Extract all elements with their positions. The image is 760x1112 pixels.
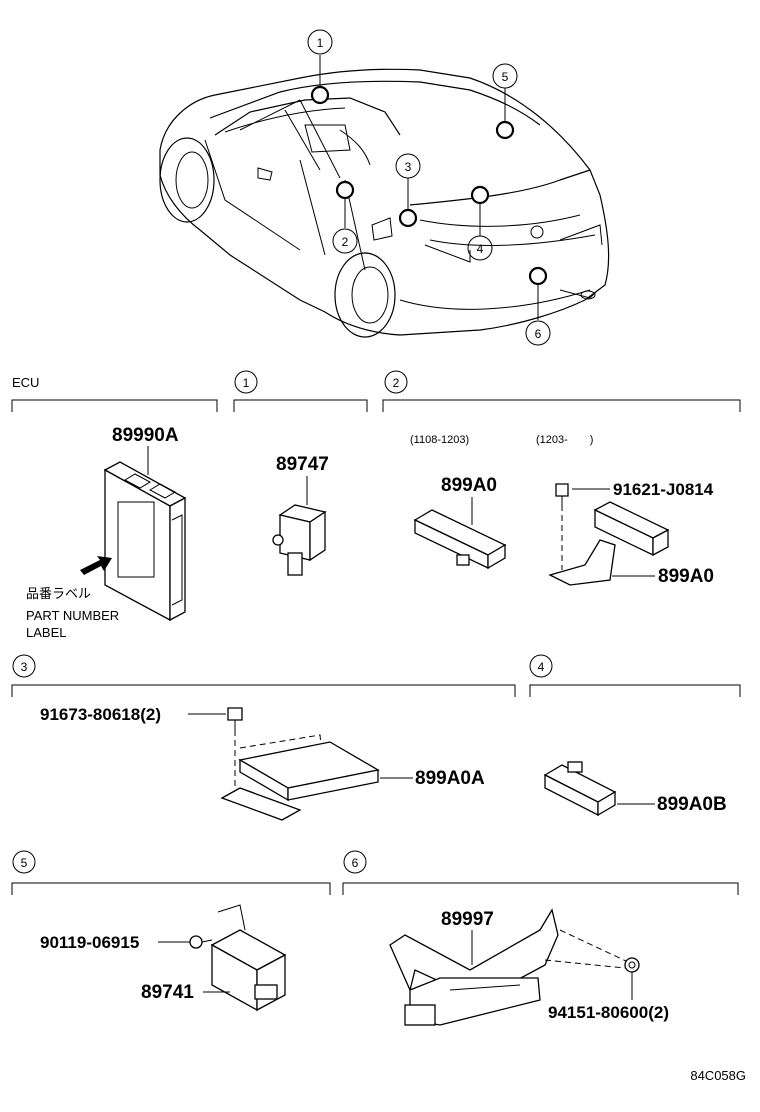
- section-4: 4 899A0B: [529, 654, 741, 817]
- callout-6: 6: [525, 320, 551, 346]
- callout-2-num: 2: [342, 235, 349, 249]
- section-5: 5 90119-06915 89741: [11, 850, 331, 1012]
- s3-bolt: 91673-80618(2): [40, 705, 161, 724]
- section-3-num: 3: [21, 660, 28, 674]
- s6-part-number: 89997: [441, 909, 494, 930]
- s2-part-a: 899A0: [441, 475, 497, 496]
- sensor-899a0-late: [548, 501, 670, 586]
- section-5-num: 5: [21, 856, 28, 870]
- callout-3-num: 3: [405, 160, 412, 174]
- s2-range-a: (1108-1203): [410, 434, 469, 446]
- section-6: 6 89997 94151-80600(2): [342, 850, 739, 1026]
- section-6-num: 6: [352, 856, 359, 870]
- nut-icon: [624, 957, 640, 973]
- s2-screw: 91621-J0814: [613, 480, 714, 499]
- s3-part-number: 899A0A: [415, 768, 485, 789]
- s4-part-number: 899A0B: [657, 794, 727, 815]
- callout-4: 4: [467, 235, 493, 261]
- section-2: 2 (1108-1203) (1203- ) 899A0 91621-J0814…: [382, 370, 741, 587]
- s5-part-number: 89741: [141, 982, 194, 1003]
- ecu-label-en-1: PART NUMBER: [26, 608, 119, 623]
- section-3: 3 91673-80618(2) 899A0A: [11, 654, 516, 821]
- ecu-label-en-2: LABEL: [26, 625, 66, 640]
- sensor-89747: [272, 504, 327, 576]
- section-2-num: 2: [393, 376, 400, 390]
- ecu-module: [103, 461, 187, 622]
- ecu-label-jp: 品番ラベル: [26, 586, 91, 601]
- screw-icon: [555, 483, 569, 505]
- sensor-89741: [210, 904, 287, 1012]
- s6-nut: 94151-80600(2): [548, 1003, 669, 1022]
- figure-code: 84C058G: [690, 1068, 746, 1083]
- callout-1-num: 1: [317, 36, 324, 50]
- callout-3: 3: [395, 153, 421, 179]
- ecu-part-number: 89990A: [112, 425, 179, 446]
- arrow-icon: [80, 556, 112, 575]
- sensor-899a0b: [543, 761, 617, 817]
- sensor-899a0a: [220, 734, 380, 821]
- s2-part-b: 899A0: [658, 566, 714, 587]
- s5-bolt: 90119-06915: [40, 933, 139, 952]
- sensor-899a0-early: [413, 509, 507, 570]
- callout-2: 2: [332, 228, 358, 254]
- callout-1: 1: [307, 29, 333, 55]
- s1-part-number: 89747: [276, 454, 329, 475]
- callout-4-num: 4: [477, 242, 484, 256]
- callout-5: 5: [492, 63, 518, 89]
- callout-5-num: 5: [502, 70, 509, 84]
- bolt-icon: [227, 707, 243, 730]
- s2-range-b: (1203- ): [536, 434, 593, 446]
- section-ecu: ECU 89990A 品番ラベル PART NUMBER LABEL: [11, 375, 218, 640]
- callout-6-num: 6: [535, 327, 542, 341]
- bolt-icon-5: [189, 935, 213, 949]
- sensor-89997: [389, 908, 559, 1026]
- car-illustration: 1 2 3 4 5 6: [159, 29, 610, 346]
- section-4-num: 4: [538, 660, 545, 674]
- ecu-header: ECU: [12, 375, 39, 390]
- section-1: 1 89747: [233, 370, 368, 576]
- section-1-num: 1: [243, 376, 250, 390]
